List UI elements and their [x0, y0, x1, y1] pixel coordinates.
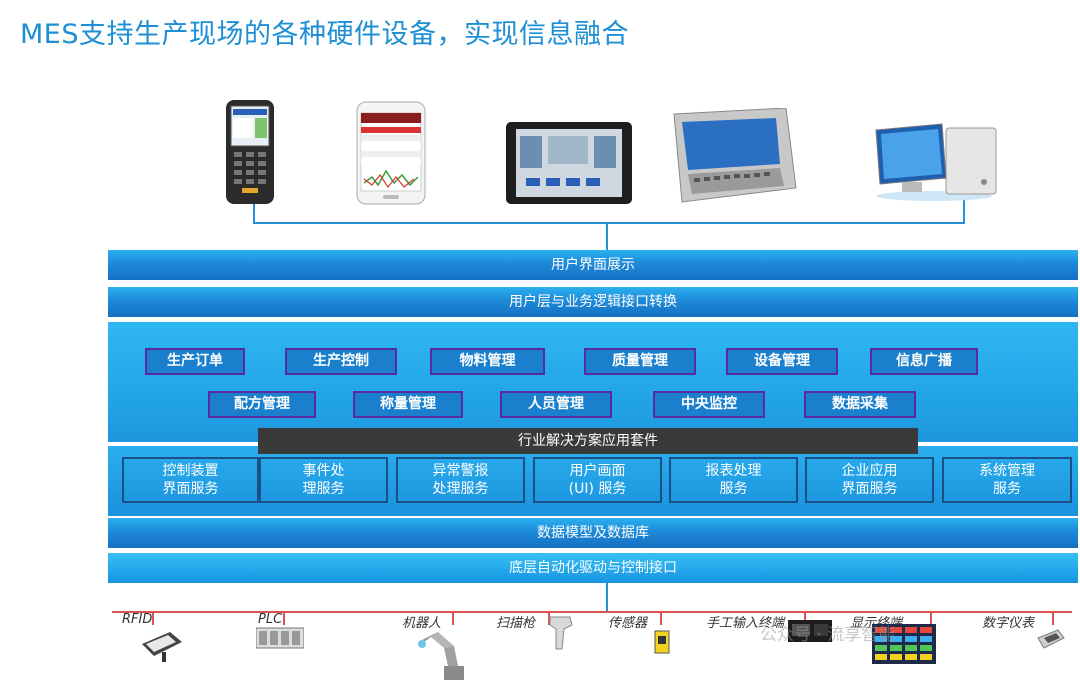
hardware-label-scanner: 扫描枪: [496, 616, 536, 631]
band-data-model: 数据模型及数据库: [108, 518, 1078, 548]
module-production-control: 生产控制: [285, 348, 397, 375]
device-connector: [606, 224, 608, 250]
service-enterprise-app-ui: 企业应用 界面服务: [805, 457, 934, 503]
hardware-tick: [804, 611, 806, 625]
watermark: 公众号 · 流享智能: [760, 625, 896, 645]
hardware-bus-line: [112, 611, 1072, 613]
desktop-pc-icon: [872, 120, 1002, 202]
display-terminal-icon: [872, 624, 936, 664]
application-modules-panel: [108, 322, 1078, 442]
module-production-order: 生产订单: [145, 348, 245, 375]
service-user-screen: 用户画面 (UI) 服务: [533, 457, 662, 503]
hardware-label-robot: 机器人: [402, 616, 442, 631]
page-title: MES支持生产现场的各种硬件设备，实现信息融合: [20, 19, 629, 50]
module-info-broadcast: 信息广播: [870, 348, 978, 375]
module-recipe-management: 配方管理: [208, 391, 316, 418]
industry-solution-suite: 行业解决方案应用套件: [258, 428, 918, 454]
manual-input-terminal-icon: [788, 620, 832, 642]
module-material-management: 物料管理: [430, 348, 545, 375]
sensor-icon: [654, 630, 670, 654]
module-personnel-management: 人员管理: [500, 391, 612, 418]
hardware-tick: [1052, 611, 1054, 625]
module-central-monitoring: 中央监控: [653, 391, 765, 418]
barcode-scanner-icon: [548, 615, 574, 651]
hardware-tick: [452, 611, 454, 625]
module-quality-management: 质量管理: [584, 348, 696, 375]
digital-meter-icon: [1036, 628, 1066, 650]
rfid-reader-icon: [140, 630, 184, 664]
module-data-collection: 数据采集: [804, 391, 916, 418]
hardware-label-manual-terminal: 手工输入终端: [706, 616, 785, 631]
hardware-tick: [283, 611, 285, 625]
hardware-connector: [606, 583, 608, 611]
hardware-label-sensor: 传感器: [608, 616, 648, 631]
hardware-label-rfid: RFID: [122, 612, 153, 627]
vehicle-terminal-icon: [668, 107, 798, 204]
hardware-label-plc: PLC: [258, 612, 283, 627]
robot-arm-icon: [414, 628, 470, 680]
tablet-icon: [506, 122, 632, 204]
module-equipment-management: 设备管理: [726, 348, 838, 375]
service-alarm-processing: 异常警报 处理服务: [396, 457, 525, 503]
hardware-label-digital-meter: 数字仪表: [982, 616, 1035, 631]
hardware-tick: [152, 611, 154, 625]
device-connector: [253, 195, 255, 223]
hardware-tick: [660, 611, 662, 625]
service-report-processing: 报表处理 服务: [669, 457, 798, 503]
hardware-tick: [930, 611, 932, 625]
band-ui-display: 用户界面展示: [108, 250, 1078, 280]
plc-icon: [255, 626, 305, 650]
service-event-processing: 事件处 理服务: [259, 457, 388, 503]
band-ui-logic: 用户层与业务逻辑接口转换: [108, 287, 1078, 317]
smartphone-icon: [356, 101, 426, 205]
service-system-management: 系统管理 服务: [942, 457, 1072, 503]
handheld-terminal-icon: [222, 100, 278, 204]
device-connector: [963, 190, 965, 223]
hardware-tick: [548, 611, 550, 625]
band-automation-interface: 底层自动化驱动与控制接口: [108, 553, 1078, 583]
service-control-device-ui: 控制装置 界面服务: [122, 457, 259, 503]
module-weighing-management: 称量管理: [353, 391, 463, 418]
device-connector-line: [253, 222, 965, 224]
